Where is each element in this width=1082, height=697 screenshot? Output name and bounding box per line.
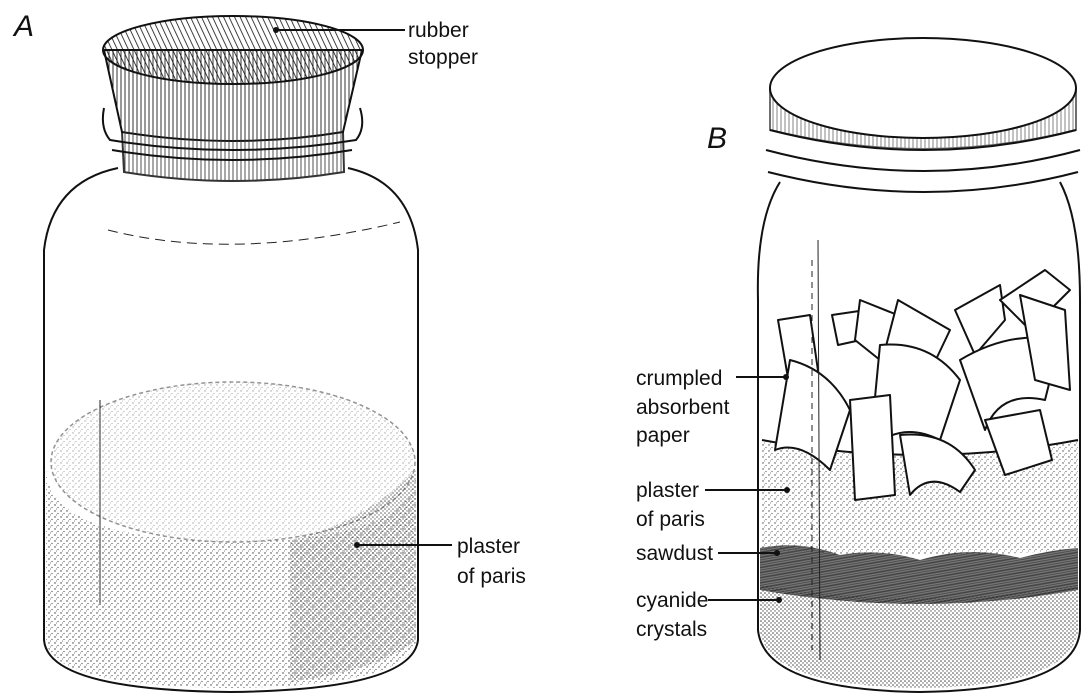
panel-b-letter: B bbox=[707, 122, 727, 155]
jar-b: B bbox=[636, 38, 1080, 692]
jar-a-plaster bbox=[46, 382, 416, 688]
screw-lid bbox=[766, 38, 1080, 192]
label-plaster-a-line2: of paris bbox=[457, 565, 526, 588]
label-rubber-stopper-line2: stopper bbox=[408, 46, 478, 69]
label-crumpled-line2: absorbent bbox=[636, 396, 730, 419]
label-plaster-b-line2: of paris bbox=[636, 508, 705, 531]
label-cyanide-line2: crystals bbox=[636, 618, 707, 641]
label-crumpled-line1: crumpled bbox=[636, 367, 722, 390]
label-crumpled-line3: paper bbox=[636, 424, 690, 447]
label-cyanide-line1: cyanide bbox=[636, 589, 708, 612]
label-plaster-a-line1: plaster bbox=[457, 535, 520, 558]
label-rubber-stopper-line1: rubber bbox=[408, 19, 469, 42]
label-plaster-b-line1: plaster bbox=[636, 479, 699, 502]
label-sawdust: sawdust bbox=[636, 542, 713, 565]
jar-a: A rubber stopper plaster of paris bbox=[12, 10, 526, 692]
rubber-stopper bbox=[103, 16, 363, 181]
panel-a-letter: A bbox=[12, 10, 34, 43]
